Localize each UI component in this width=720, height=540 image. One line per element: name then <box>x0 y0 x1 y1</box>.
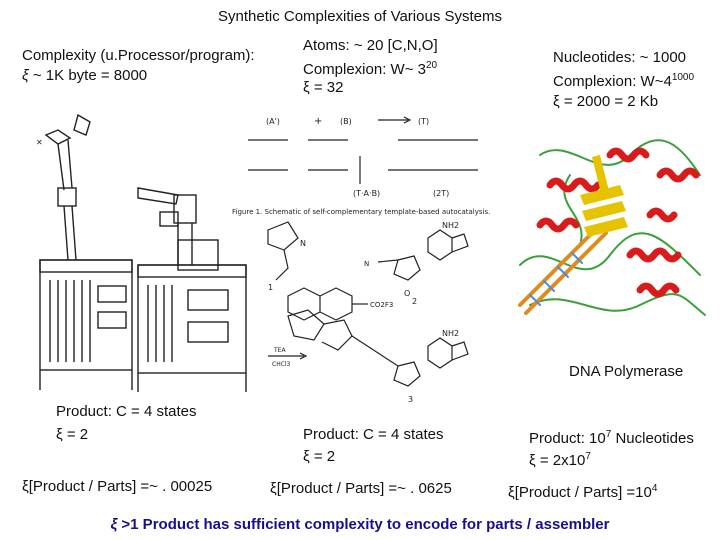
footer-text: >1 Product has sufficient complexity to … <box>117 516 610 533</box>
mol1-n: N <box>300 239 306 248</box>
scheme-label-2t: (2T) <box>433 189 449 198</box>
mol2-number: 2 <box>412 297 417 306</box>
col2-ratio: ξ[Product / Parts] =~ . 0625 <box>270 480 452 497</box>
col3-product-rest: Nucleotides <box>611 430 694 447</box>
col3-ratio-exp: 4 <box>651 483 658 494</box>
mol-nh2-bottom: NH2 <box>442 329 459 338</box>
chemistry-scheme-figure: (A') + (B) (T) (T·A·B) (2T) Figure 1. Sc… <box>228 110 518 410</box>
scheme-label-b: (B) <box>340 117 352 126</box>
mol-o: O <box>404 289 410 298</box>
scheme-caption: Figure 1. Schematic of self-complementar… <box>232 208 490 216</box>
col3-nucleotides: Nucleotides: ~ 1000 <box>553 49 687 66</box>
col3-product: Product: 107 Nucleotides <box>529 425 694 449</box>
col1-complexity-value-text: ~ 1K byte = 8000 <box>28 67 148 84</box>
scheme-label-plus: + <box>314 116 322 127</box>
mol1-number: 1 <box>268 283 273 292</box>
col3-complexion-exp: 1000 <box>671 72 695 83</box>
col2-complexion: Complexion: W~ 320 <box>303 56 437 80</box>
mol-nh2-top: NH2 <box>442 221 459 230</box>
scheme-label-tab: (T·A·B) <box>353 189 380 198</box>
col3-ratio-base: ξ[Product / Parts] =10 <box>508 484 652 501</box>
mol3-number: 3 <box>408 395 413 404</box>
col2-atoms: Atoms: ~ 20 [C,N,O] <box>303 37 438 54</box>
col3-complexion: Complexion: W~41000 <box>553 68 694 92</box>
col2-xi-product: ξ = 2 <box>303 448 336 465</box>
col1-xi: ξ = 2 <box>56 426 89 443</box>
footer-conclusion: ξ >1 Product has sufficient complexity t… <box>0 516 720 533</box>
col1-ratio: ξ[Product / Parts] =~ . 00025 <box>22 478 213 495</box>
col2-xi: ξ = 32 <box>303 79 344 96</box>
protein-label: DNA Polymerase <box>569 363 684 380</box>
col1-product: Product: C = 4 states <box>56 403 197 420</box>
col2-complexion-base: Complexion: W~ 3 <box>303 61 426 78</box>
col3-product-base: Product: 10 <box>529 430 606 447</box>
svg-text:✕: ✕ <box>36 138 43 147</box>
col2-product: Product: C = 4 states <box>303 426 444 443</box>
protein-structure-image <box>510 115 715 340</box>
scheme-label-t: (T) <box>418 117 429 126</box>
mol-n3: N <box>364 260 369 268</box>
xi-symbol: ξ <box>22 67 29 84</box>
col3-xi-product-exp: 7 <box>585 451 591 462</box>
col3-ratio: ξ[Product / Parts] =104 <box>508 479 657 503</box>
footer-xi-symbol: ξ <box>110 516 118 533</box>
col3-xi-product-base: ξ = 2x10 <box>529 452 586 469</box>
col1-complexity-label: Complexity (u.Processor/program): <box>22 47 255 64</box>
reagent-tea: TEA <box>273 347 286 354</box>
robot-figure: ✕ <box>28 100 260 395</box>
mol-ester: CO2F3 <box>370 301 393 309</box>
col3-complexion-base: Complexion: W~4 <box>553 73 672 90</box>
reagent-chcl3: CHCl3 <box>272 361 291 368</box>
col3-product-exp: 7 <box>605 429 612 440</box>
col1-complexity-value: ξ ~ 1K byte = 8000 <box>22 66 147 86</box>
page-title: Synthetic Complexities of Various System… <box>218 8 502 25</box>
col3-xi: ξ = 2000 = 2 Kb <box>553 93 659 110</box>
col2-complexion-exp: 20 <box>425 60 438 71</box>
col3-xi-product: ξ = 2x107 <box>529 447 591 471</box>
scheme-label-a: (A') <box>266 117 280 126</box>
